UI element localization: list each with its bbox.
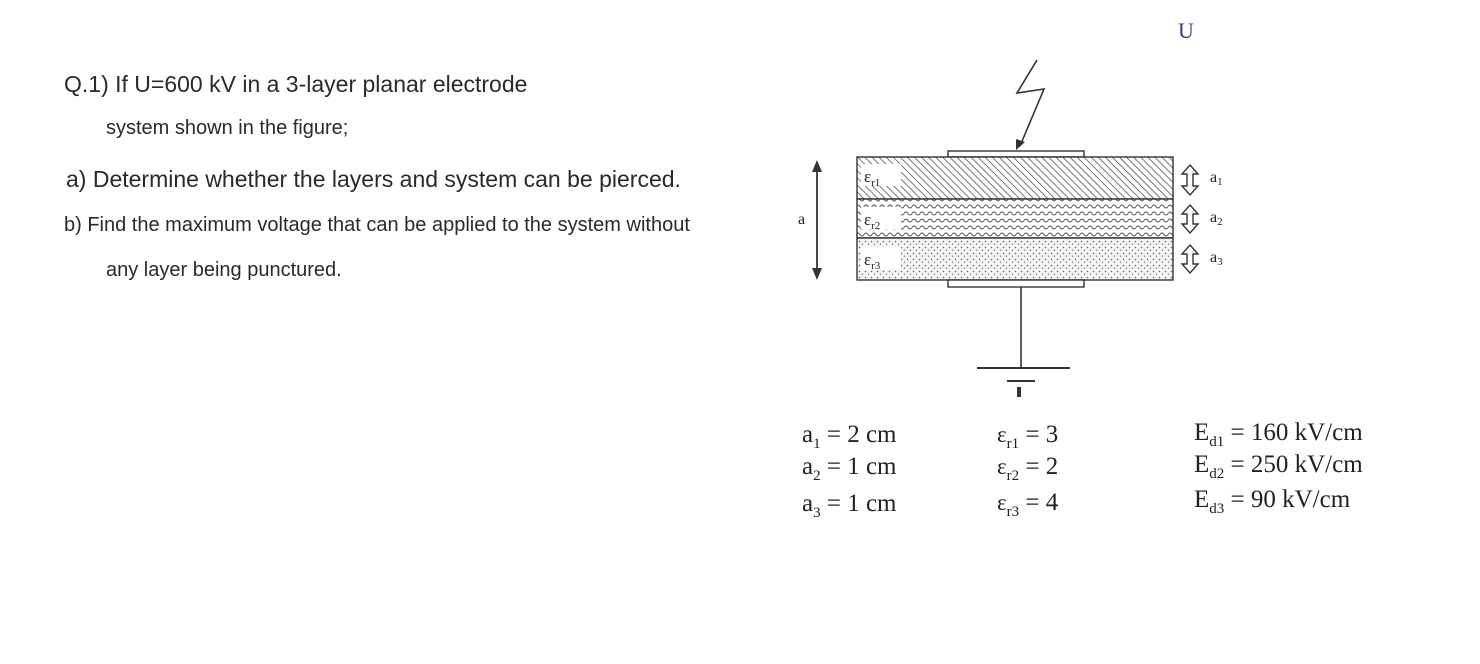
layer-1 (856, 156, 1174, 200)
eps3-label: εr3 (864, 250, 881, 272)
layer1-thickness-label: a1 (1210, 169, 1223, 188)
layer1-thickness-arrow-icon (1180, 163, 1200, 197)
total-thickness-arrow-icon (812, 160, 822, 280)
param-ed3: Ed3 = 90 kV/cm (1194, 486, 1351, 517)
eps1-label: εr1 (864, 167, 880, 189)
eps1-label-bg (861, 164, 901, 186)
param-eps-r3: εr3 = 4 (997, 489, 1059, 520)
top-electrode (947, 150, 1085, 158)
param-ed1: Ed1 = 160 kV/cm (1194, 419, 1363, 450)
ground-icon (1007, 380, 1035, 397)
layer3-thickness-label: a3 (1210, 249, 1223, 268)
param-a3: a3 = 1 cm (802, 490, 897, 521)
layer2-thickness-label: a2 (1210, 209, 1223, 228)
layer2-thickness-arrow-icon (1180, 203, 1200, 235)
question-title: Q.1) If U=600 kV in a 3-layer planar ele… (64, 71, 528, 97)
eps2-label: εr2 (864, 210, 880, 232)
total-thickness-label: a (798, 211, 805, 228)
layer3-thickness-arrow-icon (1180, 243, 1200, 275)
eps3-label-bg (861, 247, 901, 269)
question-part-b-continued: any layer being punctured. (106, 259, 342, 281)
question-part-a: a) Determine whether the layers and syst… (66, 166, 681, 192)
question-part-b: b) Find the maximum voltage that can be … (64, 214, 690, 236)
param-a2: a2 = 1 cm (802, 453, 897, 484)
param-a1: a1 = 2 cm (802, 421, 897, 452)
voltage-arrowhead-icon (1016, 139, 1025, 150)
param-ed2: Ed2 = 250 kV/cm (1194, 451, 1363, 482)
voltage-lead-icon (1015, 59, 1046, 147)
bottom-electrode (947, 279, 1085, 288)
eps2-label-bg (861, 207, 901, 229)
param-eps-r1: εr1 = 3 (997, 421, 1059, 452)
param-eps-r2: εr2 = 2 (997, 453, 1059, 484)
voltage-label: U (1178, 18, 1194, 43)
question-title-continued: system shown in the figure; (106, 117, 349, 139)
layer-2 (856, 198, 1174, 239)
layer-3 (856, 237, 1174, 281)
